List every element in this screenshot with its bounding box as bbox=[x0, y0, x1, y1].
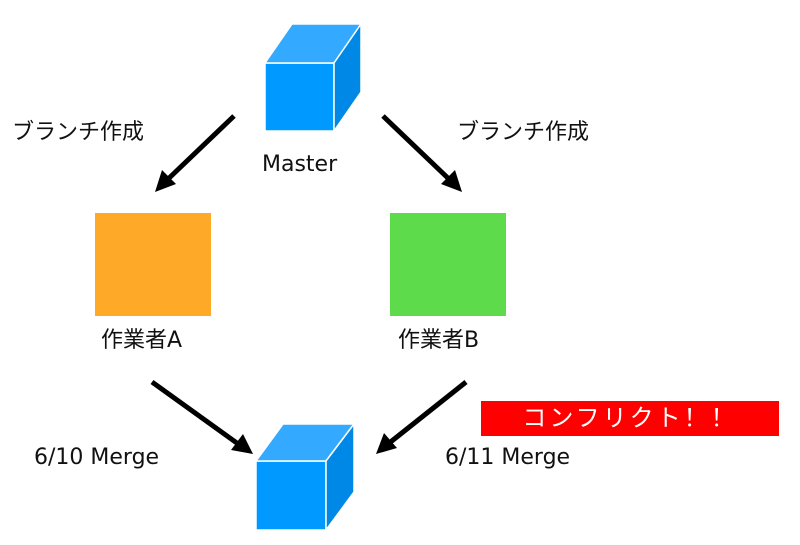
worker-a-square bbox=[95, 213, 211, 316]
worker-b-label: 作業者B bbox=[398, 328, 480, 353]
master-label: Master bbox=[262, 152, 338, 177]
arrow-merge-right bbox=[376, 380, 468, 454]
arrow-merge-left bbox=[150, 379, 253, 454]
merge-label-left: 6/10 Merge bbox=[34, 445, 160, 470]
worker-a-label: 作業者A bbox=[101, 328, 183, 353]
master-cube bbox=[263, 21, 363, 134]
merge-label-right: 6/11 Merge bbox=[445, 445, 571, 470]
conflict-badge: コンフリクト！！ bbox=[481, 401, 779, 436]
arrow-branch-left bbox=[155, 114, 236, 192]
branch-label-right: ブランチ作成 bbox=[457, 120, 590, 145]
arrow-branch-right bbox=[381, 114, 462, 192]
merged-cube bbox=[254, 421, 356, 533]
worker-b-square bbox=[390, 213, 506, 316]
branch-label-left: ブランチ作成 bbox=[12, 120, 145, 145]
